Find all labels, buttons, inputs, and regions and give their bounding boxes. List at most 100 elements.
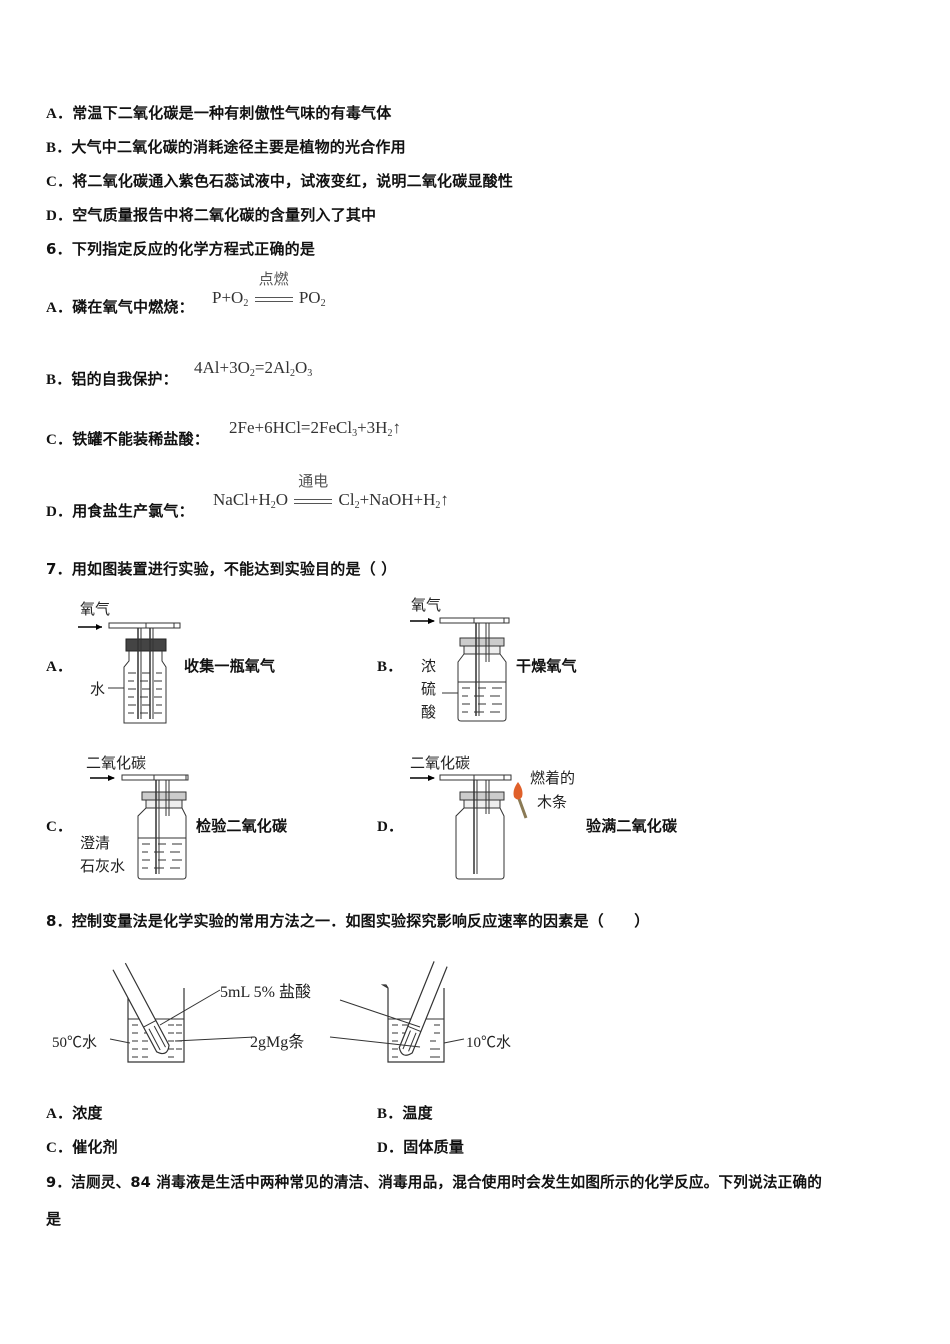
q8-option-a: A．浓度 (46, 1102, 103, 1123)
gas-label: 氧气 (80, 600, 111, 618)
eq-part: +NaOH+H (359, 490, 436, 509)
option-label: A． (46, 659, 73, 675)
gas-label: 二氧化碳 (86, 754, 147, 772)
q6-equation-c: 2Fe+6HCl=2FeCl3+3H2↑ (229, 418, 401, 439)
eq-part: O (294, 358, 308, 377)
eq-rhs: PO (298, 288, 321, 307)
option-label: C． (46, 432, 73, 448)
eq-part: 4Al+3O (194, 358, 250, 377)
reaction-rate-beakers-diagram (109, 961, 465, 1063)
right-water-label: 10℃水 (466, 1035, 512, 1051)
eq-sub: 2 (243, 298, 249, 309)
eq-part: =2Al (254, 358, 290, 377)
option-label: D． (377, 1140, 404, 1156)
option-text: 浓度 (72, 1104, 103, 1122)
gas-label: 氧气 (411, 596, 442, 614)
left-water-label: 50℃水 (52, 1035, 98, 1051)
q7-stem: 7．用如图装置进行实验，不能达到实验目的是（ ） (46, 560, 397, 578)
q8-option-d: D．固体质量 (377, 1136, 464, 1157)
option-text: 固体质量 (403, 1138, 465, 1156)
option-label: C． (46, 819, 73, 835)
liquid-label-line: 硫 (421, 680, 437, 698)
option-label: B． (46, 372, 72, 388)
gas-label: 二氧化碳 (410, 754, 471, 772)
liquid-label-line: 石灰水 (80, 857, 126, 875)
eq-sub: 2 (320, 298, 326, 309)
condition-text: 通电 (298, 472, 329, 490)
option-text: 大气中二氧化碳的消耗途径主要是植物的光合作用 (71, 138, 406, 156)
option-label: D． (377, 819, 404, 835)
acid-label: 5mL 5% 盐酸 (220, 984, 311, 1001)
option-label: D． (46, 208, 73, 224)
reaction-condition: 通电 (294, 472, 333, 510)
eq-part: Cl (338, 490, 355, 509)
option-text: 常温下二氧化碳是一种有刺傲性气味的有毒气体 (72, 104, 392, 122)
eq-sub: 2 (289, 368, 295, 379)
eq-part: 2Fe+6HCl=2FeCl (229, 418, 353, 437)
q5-option-d: D．空气质量报告中将二氧化碳的含量列入了其中 (46, 204, 376, 225)
liquid-label: 水 (90, 680, 106, 698)
option-label: C． (46, 174, 73, 190)
q6-equation-d: NaCl+H2O 通电 Cl2+NaOH+H2↑ (213, 472, 449, 511)
q7-option-b-label: B． (377, 655, 402, 676)
option-text: 将二氧化碳通入紫色石蕊试液中，试液变红，说明二氧化碳显酸性 (72, 172, 514, 190)
q9-stem-line2: 是 (46, 1210, 62, 1228)
q5-option-a: A．常温下二氧化碳是一种有刺傲性气味的有毒气体 (46, 102, 391, 123)
option-text: 温度 (402, 1104, 433, 1122)
purpose-label: 干燥氧气 (516, 657, 577, 675)
liquid-label-line: 浓 (421, 657, 437, 675)
liquid-label-line: 澄清 (80, 834, 111, 852)
q8-option-b: B．温度 (377, 1102, 433, 1123)
eq-sub: 2 (354, 500, 360, 511)
q5-option-c: C．将二氧化碳通入紫色石蕊试液中，试液变红，说明二氧化碳显酸性 (46, 170, 513, 191)
purpose-label: 验满二氧化碳 (586, 817, 678, 835)
eq-sub: 2 (435, 500, 441, 511)
option-label: D． (46, 504, 73, 520)
option-text: 铝的自我保护： (71, 370, 178, 388)
eq-sub: 3 (307, 368, 313, 379)
gas-bottle-sulfuric-acid-diagram (410, 617, 510, 722)
eq-sub: 3 (352, 428, 358, 439)
q9-stem-line1: 9．洁厕灵、84 消毒液是生活中两种常见的清洁、消毒用品，混合使用时会发生如图所… (46, 1174, 823, 1191)
q7-option-a-label: A． (46, 655, 72, 676)
option-label: A． (46, 1106, 73, 1122)
q8-stem: 8．控制变量法是化学实验的常用方法之一．如图实验探究影响反应速率的因素是（ ） (46, 912, 650, 930)
option-text: 空气质量报告中将二氧化碳的含量列入了其中 (72, 206, 377, 224)
eq-lhs: P+O (212, 288, 244, 307)
reaction-condition: 点燃 (254, 270, 293, 308)
gas-bottle-water-diagram (78, 622, 181, 724)
double-line (294, 498, 333, 504)
double-line (254, 296, 293, 302)
eq-lhs: O (275, 490, 289, 509)
option-label: B． (377, 659, 403, 675)
purpose-label: 检验二氧化碳 (196, 817, 288, 835)
option-label: A． (46, 300, 73, 316)
option-text: 催化剂 (72, 1138, 118, 1156)
liquid-label-line: 酸 (421, 703, 437, 721)
q6-option-b: B．铝的自我保护： (46, 368, 178, 389)
metal-label: 2gMg条 (250, 1034, 305, 1051)
eq-lhs: NaCl+H (213, 490, 271, 509)
option-text: 磷在氧气中燃烧： (72, 298, 194, 316)
option-label: A． (46, 106, 73, 122)
gas-arrow: ↑ (392, 418, 401, 437)
gas-bottle-empty-diagram (410, 774, 528, 880)
q5-option-b: B．大气中二氧化碳的消耗途径主要是植物的光合作用 (46, 136, 406, 157)
eq-sub: 2 (387, 428, 393, 439)
option-label: C． (46, 1140, 73, 1156)
purpose-label: 收集一瓶氧气 (184, 657, 276, 675)
q6-stem: 6．下列指定反应的化学方程式正确的是 (46, 240, 316, 258)
q6-option-c: C．铁罐不能装稀盐酸： (46, 428, 209, 449)
gas-arrow: ↑ (440, 490, 449, 509)
wood-stick-icon (516, 795, 528, 819)
eq-sub: 2 (249, 368, 255, 379)
q7-option-d-label: D． (377, 815, 403, 836)
option-label: B． (46, 140, 72, 156)
q8-option-c: C．催化剂 (46, 1136, 118, 1157)
stick-label-line: 木条 (537, 793, 568, 811)
stick-label-line: 燃着的 (530, 769, 576, 787)
option-label: B． (377, 1106, 403, 1122)
eq-part: +3H (357, 418, 388, 437)
eq-sub: 2 (270, 500, 276, 511)
q7-option-c-label: C． (46, 815, 72, 836)
